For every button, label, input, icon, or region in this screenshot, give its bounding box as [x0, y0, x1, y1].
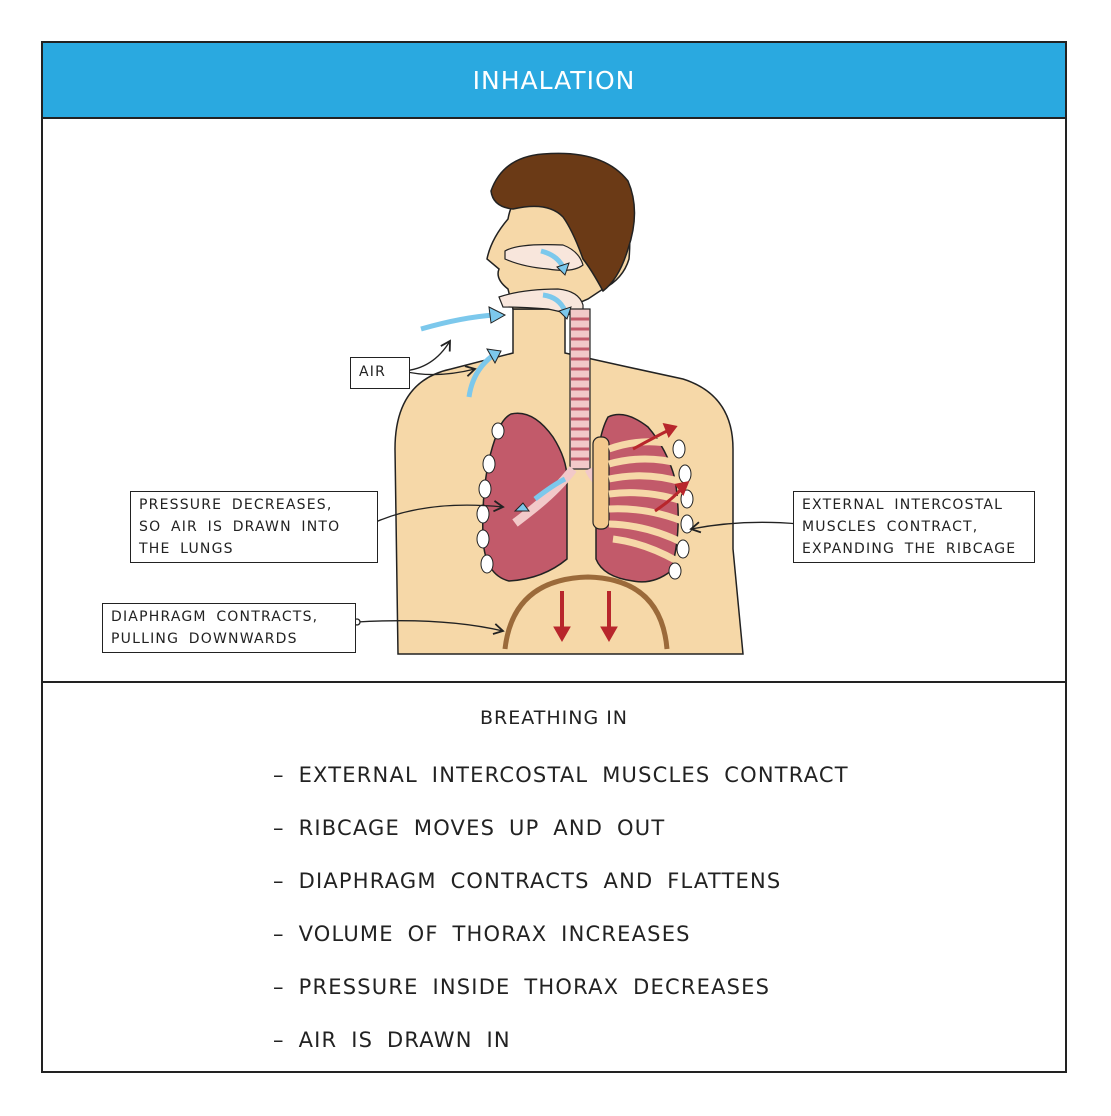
sternum	[592, 436, 610, 530]
pressure-label-line3: THE LUNGS	[139, 541, 234, 557]
pressure-callout: PRESSURE DECREASES, SO AIR IS DRAWN INTO…	[130, 491, 378, 563]
trachea-rings	[571, 317, 589, 461]
summary-heading: BREATHING IN	[479, 707, 629, 729]
intercostal-label-line2: MUSCLES CONTRACT,	[802, 519, 979, 535]
intercostal-label-line3: EXPANDING THE RIBCAGE	[802, 541, 1017, 557]
pressure-label-line2: SO AIR IS DRAWN INTO	[139, 519, 341, 535]
summary-item: – PRESSURE INSIDE THORAX DECREASES	[273, 975, 771, 999]
diagram-panel: AIR PRESSURE DECREASES, SO AIR IS DRAWN …	[43, 119, 1065, 683]
hair-shape	[490, 152, 636, 293]
left-lung	[482, 412, 568, 582]
summary-panel: BREATHING IN – EXTERNAL INTERCOSTAL MUSC…	[43, 683, 1065, 1071]
pleura-left	[476, 422, 505, 574]
air-label: AIR	[359, 364, 387, 380]
summary-item: – RIBCAGE MOVES UP AND OUT	[273, 816, 666, 840]
diaphragm-label-line2: PULLING DOWNWARDS	[111, 631, 298, 647]
page-title: INHALATION	[472, 65, 636, 95]
diaphragm-arrows	[553, 591, 618, 643]
intercostal-label-line1: EXTERNAL INTERCOSTAL	[802, 497, 1004, 513]
pressure-label-line1: PRESSURE DECREASES,	[139, 497, 333, 513]
diaphragm-callout: DIAPHRAGM CONTRACTS, PULLING DOWNWARDS	[102, 603, 356, 653]
diagram-frame: INHALATION	[41, 41, 1067, 1073]
breathing-illustration	[353, 152, 803, 655]
ribcage	[607, 438, 690, 565]
summary-item: – VOLUME OF THORAX INCREASES	[273, 922, 691, 946]
ribcage-arrows	[632, 422, 690, 513]
diaphragm	[502, 574, 670, 650]
summary-item: – DIAPHRAGM CONTRACTS AND FLATTENS	[273, 869, 782, 893]
summary-item: – EXTERNAL INTERCOSTAL MUSCLES CONTRACT	[273, 763, 849, 787]
header-bar: INHALATION	[43, 43, 1065, 119]
diaphragm-label-line1: DIAPHRAGM CONTRACTS,	[111, 609, 319, 625]
torso-shape	[394, 308, 744, 655]
intercostal-callout: EXTERNAL INTERCOSTAL MUSCLES CONTRACT, E…	[793, 491, 1035, 563]
air-callout: AIR	[350, 357, 410, 389]
summary-list: – EXTERNAL INTERCOSTAL MUSCLES CONTRACT …	[273, 761, 849, 1079]
summary-item: – AIR IS DRAWN IN	[273, 1028, 511, 1052]
